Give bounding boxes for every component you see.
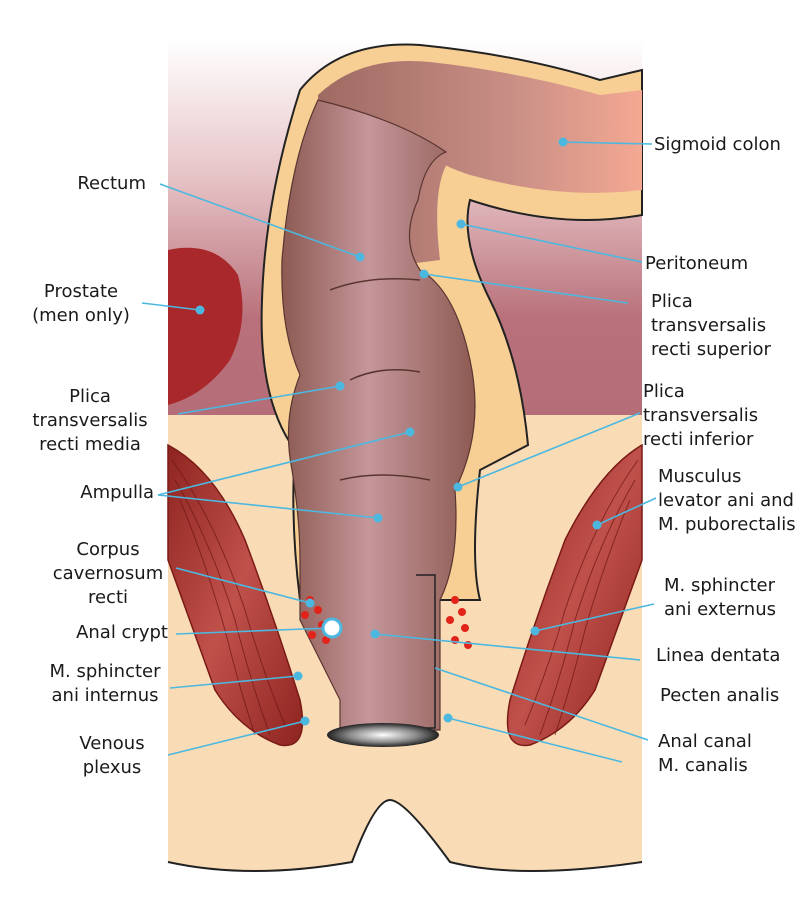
rectum-body bbox=[281, 99, 476, 731]
label-levator-ani: Musculus levator ani and M. puborectalis bbox=[658, 466, 796, 535]
label-prostate: Prostate (men only) bbox=[32, 281, 130, 326]
anal-opening bbox=[327, 723, 439, 747]
label-anal-canal: Anal canal M. canalis bbox=[658, 731, 752, 776]
leader-dots bbox=[195, 137, 602, 726]
leader-lines bbox=[141, 141, 657, 763]
prostate bbox=[168, 247, 243, 405]
label-plica-inferior: Plica transversalis recti inferior bbox=[643, 381, 759, 450]
label-linea-dentata: Linea dentata bbox=[656, 645, 781, 666]
label-ampulla: Ampulla bbox=[80, 482, 154, 503]
label-plica-superior: Plica transversalis recti superior bbox=[651, 291, 771, 360]
label-peritoneum: Peritoneum bbox=[645, 253, 749, 274]
label-sphincter-externus: M. sphincter ani externus bbox=[664, 575, 776, 620]
label-sphincter-internus: M. sphincter ani internus bbox=[49, 661, 161, 706]
anal-crypt-marker bbox=[321, 617, 343, 639]
buttock-outline bbox=[167, 798, 643, 872]
label-corpus-cavernosum: Corpus cavernosum recti bbox=[52, 539, 164, 608]
label-rectum: Rectum bbox=[77, 173, 146, 194]
label-venous-plexus: Venous plexus bbox=[79, 733, 145, 778]
label-plica-media: Plica transversalis recti media bbox=[32, 386, 148, 455]
levator-ani-left bbox=[167, 443, 304, 747]
label-pecten-analis: Pecten analis bbox=[660, 685, 780, 706]
label-anal-crypt: Anal crypt bbox=[76, 622, 168, 643]
label-sigmoid-colon: Sigmoid colon bbox=[654, 134, 781, 155]
muscle-fibres bbox=[171, 459, 639, 736]
rectal-folds bbox=[329, 278, 431, 481]
